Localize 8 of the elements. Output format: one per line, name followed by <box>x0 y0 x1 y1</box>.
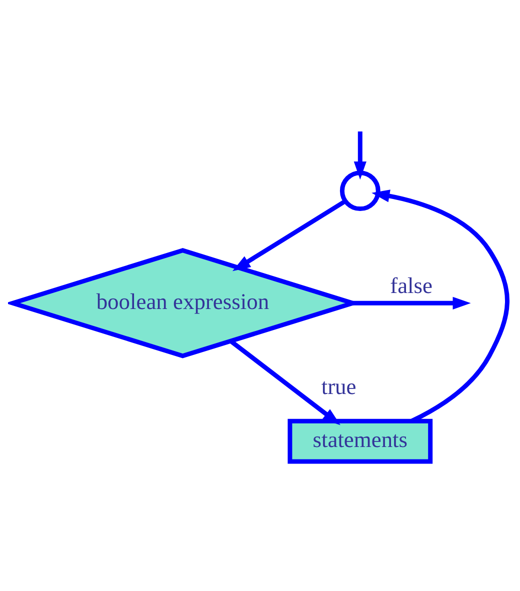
arrow <box>232 198 346 271</box>
edge-label: false <box>390 272 433 298</box>
edge-label: true <box>321 374 356 399</box>
node-circle <box>340 170 380 211</box>
arrow <box>354 130 366 180</box>
arrow <box>352 296 471 309</box>
node-box: statements <box>288 418 433 464</box>
arrow <box>229 338 340 425</box>
